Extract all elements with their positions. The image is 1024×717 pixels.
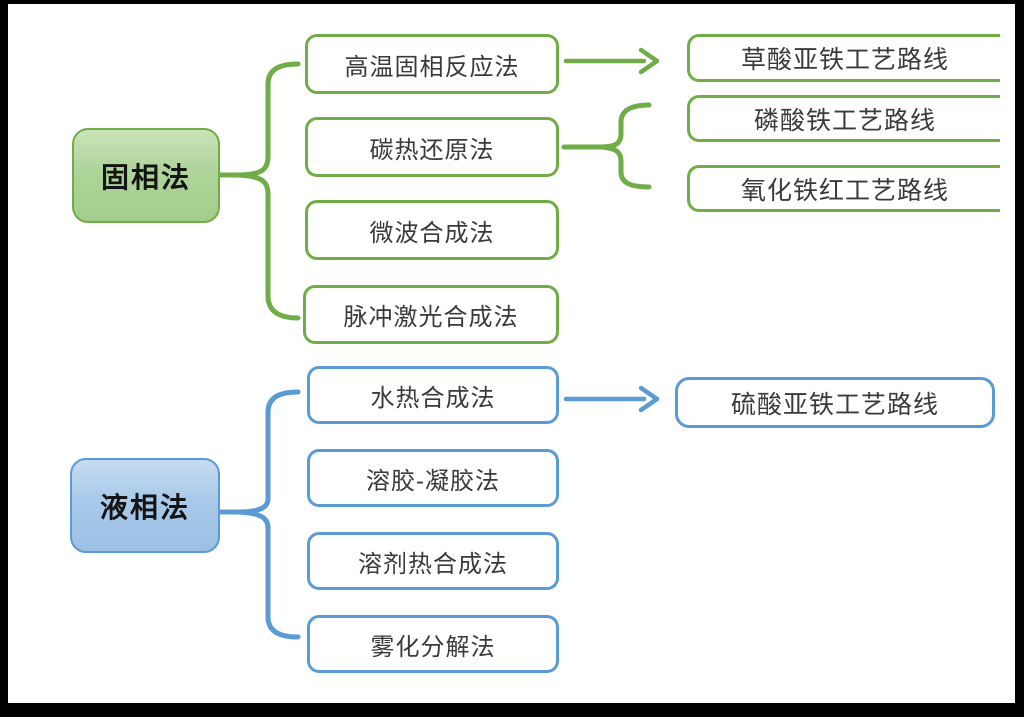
node-route-ferrous-oxalate: 草酸亚铁工艺路线	[687, 34, 1000, 82]
node-method-hydrothermal-synthesis: 水热合成法	[307, 366, 559, 424]
node-method-sol-gel: 溶胶-凝胶法	[307, 449, 559, 507]
node-method-pulsed-laser-synthesis: 脉冲激光合成法	[303, 285, 559, 344]
node-route-iron-phosphate: 磷酸铁工艺路线	[687, 95, 1000, 142]
node-liquid-phase-root: 液相法	[70, 458, 220, 553]
node-method-solvothermal-synthesis: 溶剂热合成法	[307, 532, 559, 590]
node-route-ferrous-sulfate: 硫酸亚铁工艺路线	[675, 377, 995, 428]
node-solid-phase-root: 固相法	[72, 128, 220, 223]
node-method-microwave-synthesis: 微波合成法	[305, 200, 559, 260]
node-method-atomization-decomposition: 雾化分解法	[307, 615, 559, 673]
node-method-carbothermal-reduction: 碳热还原法	[305, 117, 559, 177]
node-route-iron-oxide-red: 氧化铁红工艺路线	[687, 165, 1000, 212]
node-method-high-temp-solid-state: 高温固相反应法	[305, 34, 559, 94]
